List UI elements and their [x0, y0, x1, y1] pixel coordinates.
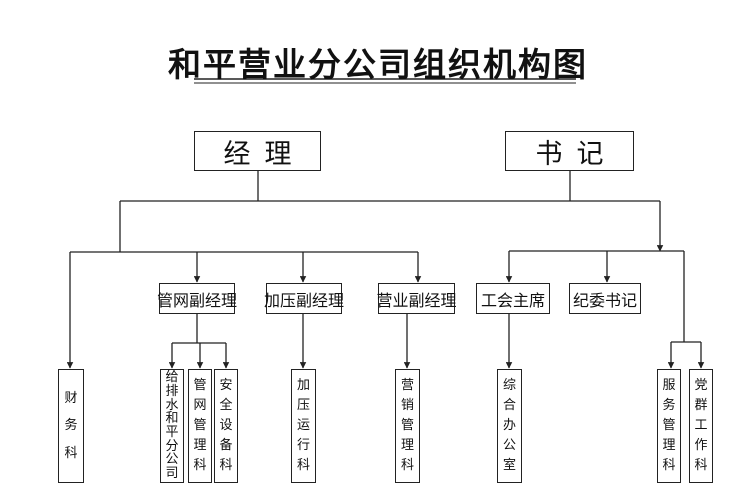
dept-label-char: 和	[165, 411, 179, 427]
dept-label-char: 加	[296, 377, 310, 393]
sales-deputy-box: 营业副经理	[377, 283, 457, 314]
dept-label-char: 营	[400, 377, 414, 393]
dept-label-char: 作	[694, 438, 708, 454]
dept-label-char: 平	[165, 425, 179, 440]
dept-marketing-management: 营销管理科	[395, 369, 420, 483]
dept-network-management: 管网管理科	[188, 369, 212, 483]
dept-label-char: 服	[662, 377, 676, 393]
dept-label-char: 科	[219, 458, 233, 474]
dept-label-char: 党	[694, 377, 708, 393]
dept-party-work: 党群工作科	[689, 369, 713, 483]
dept-label-char: 压	[296, 397, 310, 413]
dept-label-char: 财	[64, 391, 78, 407]
dept-label-char: 理	[662, 438, 676, 454]
dept-label-char: 行	[296, 438, 310, 454]
dept-label-char: 合	[502, 397, 516, 413]
dept-pressure-operation: 加压运行科	[291, 369, 316, 483]
dept-label-char: 务	[662, 397, 676, 413]
pressure-deputy-box: 加压副经理	[264, 283, 344, 314]
dept-water-company: 给排水和平分公司	[160, 369, 184, 483]
dept-label-char: 设	[219, 417, 233, 433]
dept-label-char: 理	[400, 438, 414, 454]
dept-safety-equipment: 安全设备科	[214, 369, 238, 483]
dept-label-char: 科	[193, 458, 207, 474]
dept-label-char: 理	[193, 438, 207, 454]
dept-label-char: 群	[694, 397, 708, 413]
pipe-deputy-box: 管网副经理	[157, 283, 237, 314]
dept-label-char: 管	[193, 377, 207, 393]
dept-label-char: 排	[165, 384, 179, 400]
dept-label-char: 备	[219, 438, 233, 454]
dept-label-char: 水	[165, 397, 179, 413]
dept-label-char: 网	[193, 397, 207, 413]
dept-label-char: 管	[400, 417, 414, 433]
page-title: 和平营业分公司组织机构图	[168, 45, 588, 84]
dept-label-char: 分	[165, 438, 179, 454]
dept-label-char: 安	[219, 377, 233, 393]
dept-label-char: 全	[219, 397, 233, 413]
union-chair-box: 工会主席	[476, 283, 550, 314]
dept-finance: 财务科	[58, 369, 84, 483]
dept-label-char: 管	[662, 417, 676, 433]
dept-general-office: 综合办公室	[497, 369, 522, 483]
dept-label-char: 科	[400, 458, 414, 474]
dept-label-char: 科	[64, 445, 78, 461]
dept-label-char: 务	[64, 418, 78, 434]
dept-label-char: 室	[502, 458, 516, 474]
dept-label-char: 给	[165, 370, 179, 386]
dept-label-char: 销	[400, 397, 414, 413]
secretary-box: 书记	[505, 131, 634, 171]
discipline-secretary-box: 纪委书记	[569, 283, 641, 314]
dept-label-char: 司	[165, 465, 179, 481]
dept-label-char: 工	[694, 417, 708, 433]
dept-label-char: 科	[694, 458, 708, 474]
dept-service-management: 服务管理科	[657, 369, 681, 483]
dept-label-char: 运	[296, 417, 310, 433]
manager-box: 经理	[194, 131, 321, 171]
dept-label-char: 管	[193, 417, 207, 433]
dept-label-char: 综	[502, 377, 516, 393]
dept-label-char: 办	[502, 417, 516, 433]
dept-label-char: 公	[502, 438, 516, 454]
dept-label-char: 公	[165, 452, 179, 468]
dept-label-char: 科	[662, 458, 676, 474]
dept-label-char: 科	[296, 458, 310, 474]
